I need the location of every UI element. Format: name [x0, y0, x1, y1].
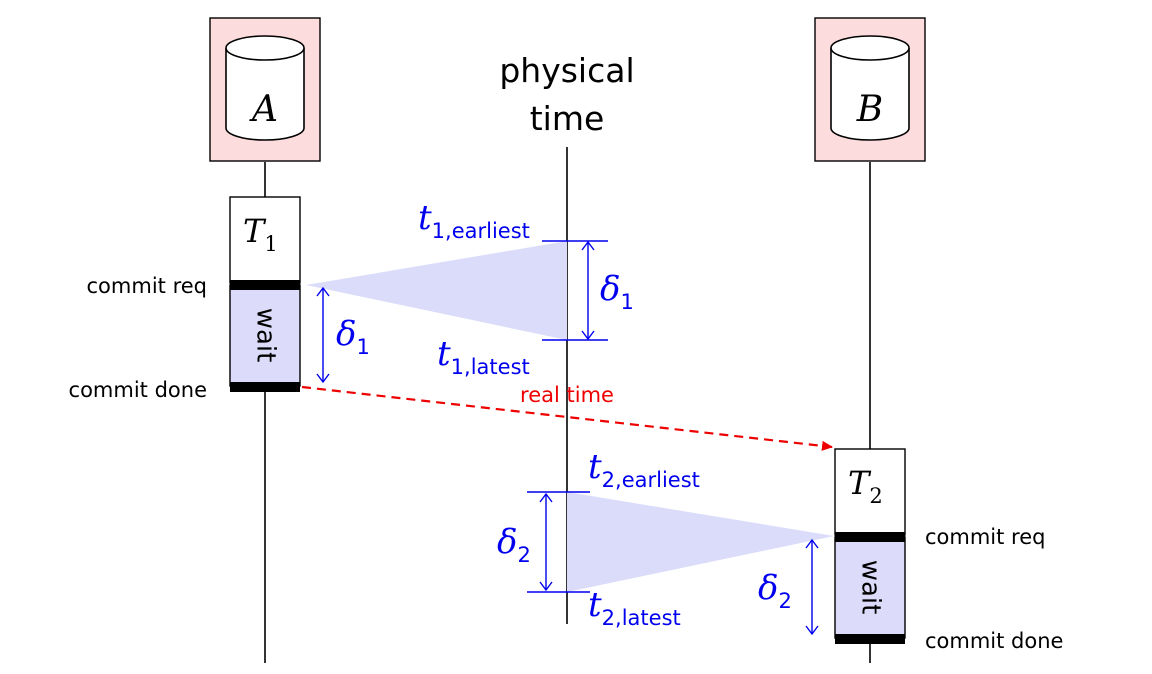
- t2-wait-label: wait: [856, 560, 886, 615]
- t1-latest-label: t1,latest: [437, 334, 530, 379]
- node-a: A: [209, 17, 321, 162]
- realtime-label: real time: [520, 383, 614, 407]
- t2-earliest-label: t2,earliest: [588, 447, 700, 492]
- t2-commit-done-label: commit done: [925, 629, 1063, 653]
- uncertainty-wedge-1: [306, 241, 567, 340]
- t1-earliest-label: t1,earliest: [418, 198, 530, 243]
- t1-commit-done-label: commit done: [69, 378, 207, 402]
- delta-1-axis-label: δ1: [600, 269, 634, 314]
- uncertainty-wedge-2: [567, 492, 834, 592]
- axis-title-line1: physical: [499, 51, 634, 90]
- t2-commit-done-bar: [835, 634, 905, 644]
- wait-interval-2: [805, 538, 819, 636]
- t2-commit-req-label: commit req: [925, 525, 1045, 549]
- transaction-t2: T2 wait: [834, 448, 906, 644]
- interval-1: [542, 240, 608, 341]
- interval-2: [527, 491, 590, 593]
- node-a-label: A: [249, 89, 278, 130]
- delta-1-wait-label: δ1: [336, 314, 370, 359]
- t1-commit-done-bar: [230, 382, 300, 392]
- t2-latest-label: t2,latest: [588, 585, 681, 630]
- wait-interval-1: [316, 286, 330, 384]
- database-icon: [830, 35, 910, 141]
- t2-name: T2: [848, 464, 883, 508]
- t1-commit-req-bar: [230, 280, 300, 290]
- database-icon: [225, 35, 305, 141]
- delta-2-axis-label: δ2: [497, 522, 531, 567]
- node-b-label: B: [856, 89, 883, 130]
- axis-title-line2: time: [530, 99, 605, 138]
- t2-commit-req-bar: [835, 532, 905, 542]
- t1-wait-label: wait: [251, 308, 281, 363]
- node-b: B: [814, 17, 926, 162]
- transaction-t1: T1 wait: [229, 196, 301, 392]
- delta-2-wait-label: δ2: [758, 568, 792, 613]
- t1-wait-box: [229, 284, 301, 387]
- t1-name: T1: [243, 212, 278, 256]
- t1-commit-req-label: commit req: [87, 274, 207, 298]
